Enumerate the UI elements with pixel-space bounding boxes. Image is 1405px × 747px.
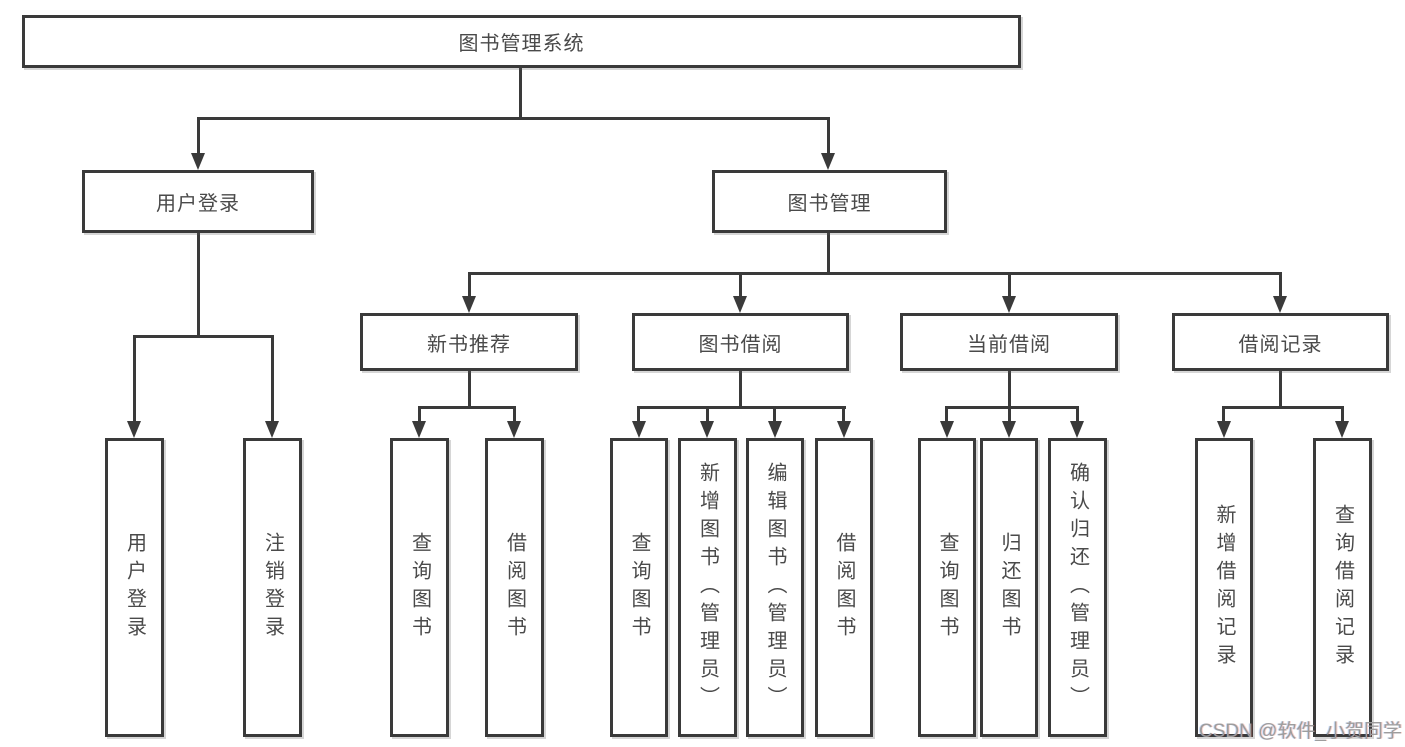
connector-arrowhead xyxy=(412,421,426,438)
connector-line xyxy=(945,406,948,422)
leaf-query-book-a-label: 查询图书 xyxy=(408,531,431,644)
connector-line xyxy=(706,406,709,422)
leaf-user-login-label: 用户登录 xyxy=(123,531,146,644)
node-borrow-record-label: 借阅记录 xyxy=(1238,333,1323,356)
connector-line xyxy=(418,406,516,409)
node-book-mgmt: 图书管理 xyxy=(712,170,947,233)
connector-line xyxy=(1008,371,1011,406)
connector-line xyxy=(1222,406,1225,422)
leaf-borrow-book-b: 借阅图书 xyxy=(815,438,873,737)
leaf-borrow-book-a: 借阅图书 xyxy=(485,438,544,737)
leaf-confirm-return-admin: 确认归还（管理员） xyxy=(1048,438,1107,737)
connector-line xyxy=(773,406,776,422)
node-current-borrow-label: 当前借阅 xyxy=(967,333,1051,356)
connector-line xyxy=(637,406,846,409)
node-new-book-rec: 新书推荐 xyxy=(360,313,578,371)
leaf-query-book-b: 查询图书 xyxy=(610,438,668,737)
connector-line xyxy=(1279,371,1282,406)
connector-line xyxy=(1008,406,1011,422)
connector-line xyxy=(519,68,522,117)
leaf-return-book-label: 归还图书 xyxy=(998,531,1020,644)
connector-line xyxy=(133,335,136,422)
leaf-logout-label: 注销登录 xyxy=(261,531,284,644)
connector-line xyxy=(1341,406,1344,422)
leaf-add-borrow-record: 新增借阅记录 xyxy=(1195,438,1253,737)
connector-line xyxy=(739,371,742,406)
leaf-add-book-admin-label: 新增图书（管理员） xyxy=(696,461,719,714)
node-current-borrow: 当前借阅 xyxy=(900,313,1118,371)
connector-arrowhead xyxy=(1217,421,1231,438)
connector-line xyxy=(197,117,830,120)
connector-line xyxy=(1076,406,1079,422)
connector-arrowhead xyxy=(632,421,646,438)
node-new-book-rec-label: 新书推荐 xyxy=(427,333,511,356)
connector-arrowhead xyxy=(1070,421,1084,438)
leaf-query-book-a: 查询图书 xyxy=(390,438,449,737)
connector-line xyxy=(197,233,200,335)
watermark: CSDN @软件_小贺同学 xyxy=(1199,721,1402,742)
leaf-add-borrow-record-label: 新增借阅记录 xyxy=(1213,503,1235,672)
node-book-mgmt-label: 图书管理 xyxy=(787,193,872,215)
node-book-borrow: 图书借阅 xyxy=(632,313,849,371)
connector-line xyxy=(827,233,830,272)
connector-line xyxy=(513,406,516,422)
connector-arrowhead xyxy=(837,421,851,438)
connector-arrowhead xyxy=(1335,421,1349,438)
connector-arrowhead xyxy=(1002,421,1016,438)
leaf-user-login: 用户登录 xyxy=(105,438,164,737)
node-user-login-label: 用户登录 xyxy=(156,193,240,215)
connector-arrowhead xyxy=(768,421,782,438)
connector-arrowhead xyxy=(507,421,521,438)
connector-line xyxy=(637,406,640,422)
connector-arrowhead xyxy=(191,153,205,170)
leaf-query-borrow-record: 查询借阅记录 xyxy=(1313,438,1372,737)
connector-arrowhead xyxy=(1002,296,1016,313)
connector-line xyxy=(418,406,421,422)
connector-line xyxy=(1008,272,1011,297)
node-root-label: 图书管理系统 xyxy=(458,33,585,55)
node-borrow-record: 借阅记录 xyxy=(1172,313,1389,371)
connector-line xyxy=(827,117,830,154)
leaf-query-book-c: 查询图书 xyxy=(918,438,976,737)
leaf-confirm-return-admin-label: 确认归还（管理员） xyxy=(1066,461,1089,714)
node-root: 图书管理系统 xyxy=(22,15,1021,68)
connector-line xyxy=(271,335,274,422)
leaf-edit-book-admin: 编辑图书（管理员） xyxy=(746,438,804,737)
connector-line xyxy=(739,272,742,297)
connector-line xyxy=(468,272,1281,275)
leaf-edit-book-admin-label: 编辑图书（管理员） xyxy=(764,461,786,714)
leaf-return-book: 归还图书 xyxy=(980,438,1038,737)
connector-line xyxy=(468,371,471,406)
connector-arrowhead xyxy=(462,296,476,313)
connector-arrowhead xyxy=(127,421,141,438)
connector-line xyxy=(1279,272,1282,297)
connector-line xyxy=(1222,406,1344,409)
leaf-query-borrow-record-label: 查询借阅记录 xyxy=(1331,503,1354,672)
node-book-borrow-label: 图书借阅 xyxy=(698,333,783,356)
connector-arrowhead xyxy=(700,421,714,438)
leaf-add-book-admin: 新增图书（管理员） xyxy=(678,438,737,737)
node-user-login: 用户登录 xyxy=(82,170,314,233)
connector-line xyxy=(468,272,471,297)
leaf-logout: 注销登录 xyxy=(243,438,302,737)
leaf-borrow-book-b-label: 借阅图书 xyxy=(833,531,855,644)
connector-line xyxy=(197,117,200,154)
connector-line xyxy=(945,406,1079,409)
leaf-borrow-book-a-label: 借阅图书 xyxy=(503,531,526,644)
connector-arrowhead xyxy=(821,153,835,170)
connector-arrowhead xyxy=(1273,296,1287,313)
connector-line xyxy=(842,406,845,422)
connector-line xyxy=(133,335,274,338)
connector-arrowhead xyxy=(940,421,954,438)
connector-arrowhead xyxy=(733,296,747,313)
connector-arrowhead xyxy=(265,421,279,438)
leaf-query-book-b-label: 查询图书 xyxy=(628,531,650,644)
leaf-query-book-c-label: 查询图书 xyxy=(936,531,958,644)
